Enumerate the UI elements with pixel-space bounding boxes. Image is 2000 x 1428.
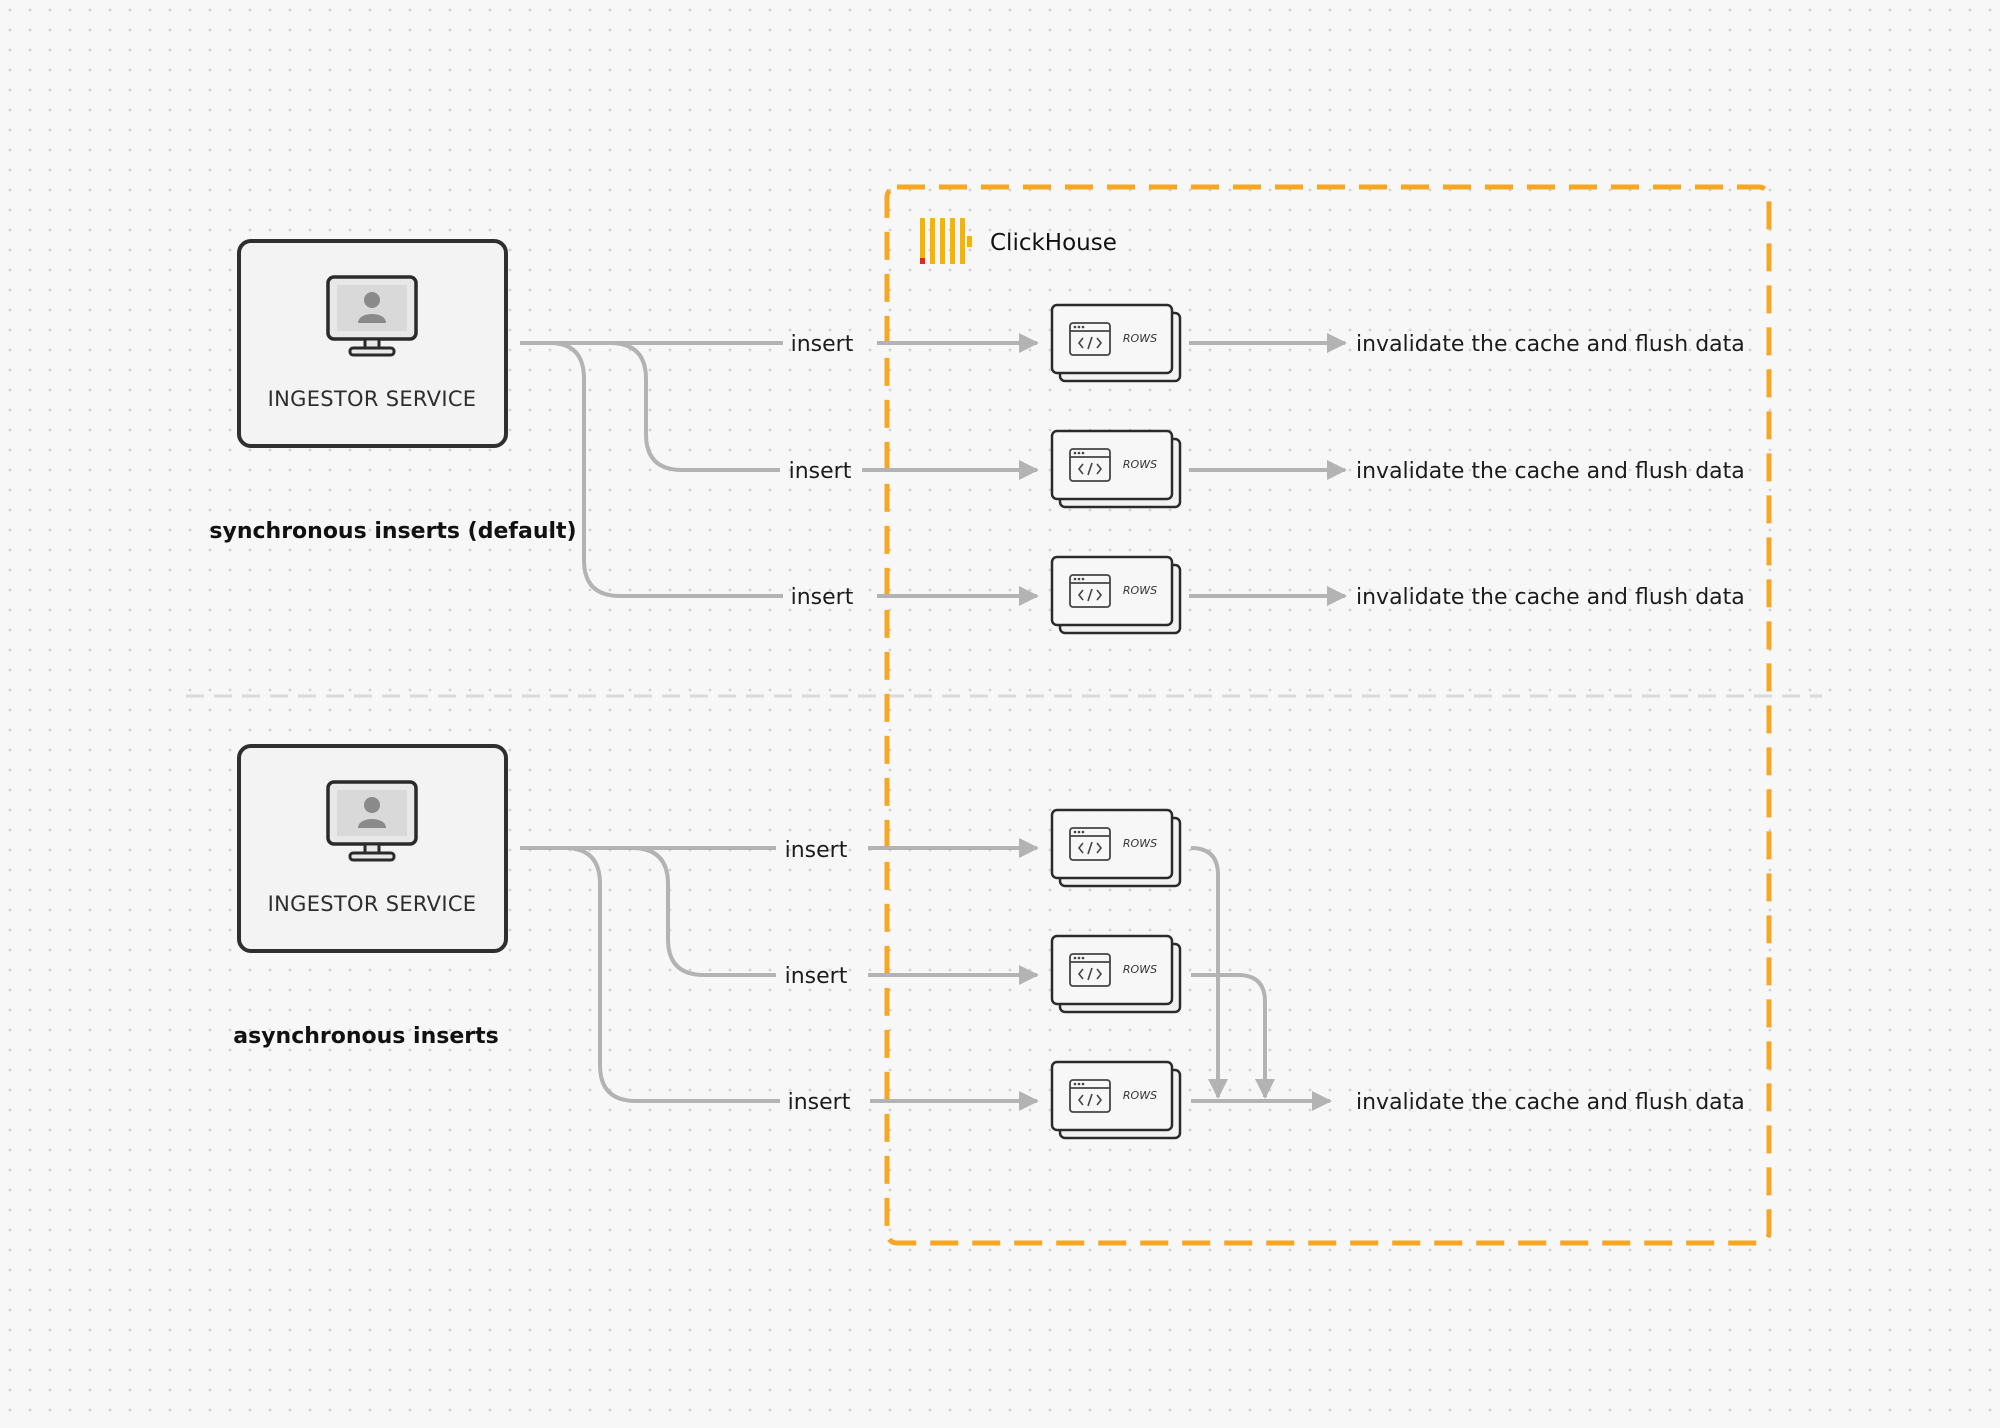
service-label: INGESTOR SERVICE (268, 387, 477, 411)
svg-text:ROWS: ROWS (1123, 458, 1157, 471)
svg-text:ROWS: ROWS (1123, 963, 1157, 976)
async-caption: asynchronous inserts (233, 1024, 498, 1049)
rows-block: ROWS (1050, 303, 1182, 383)
ingestor-service-async: INGESTOR SERVICE (237, 744, 508, 953)
rows-block: ROWS (1050, 555, 1182, 635)
async-wires (520, 838, 1332, 1111)
service-label: INGESTOR SERVICE (268, 892, 477, 916)
insert-label: insert (789, 459, 852, 484)
flush-label: invalidate the cache and flush data (1356, 585, 1745, 610)
sync-caption: synchronous inserts (default) (209, 519, 576, 544)
code-window-icon (1050, 1060, 1182, 1140)
rows-block: ROWS (1050, 808, 1182, 888)
insert-label: insert (791, 332, 854, 357)
flush-label: invalidate the cache and flush data (1356, 1090, 1745, 1115)
sync-wires (520, 333, 1347, 606)
insert-label: insert (788, 1090, 851, 1115)
code-window-icon (1050, 808, 1182, 888)
rows-block: ROWS (1050, 429, 1182, 509)
flush-label: invalidate the cache and flush data (1356, 332, 1745, 357)
flush-label: invalidate the cache and flush data (1356, 459, 1745, 484)
rows-block: ROWS (1050, 1060, 1182, 1140)
insert-label: insert (791, 585, 854, 610)
svg-text:ROWS: ROWS (1123, 584, 1157, 597)
rows-block: ROWS (1050, 934, 1182, 1014)
clickhouse-brand: ClickHouse (990, 230, 1117, 256)
code-window-icon (1050, 934, 1182, 1014)
code-window-icon (1050, 303, 1182, 383)
insert-label: insert (785, 964, 848, 989)
code-window-icon (1050, 429, 1182, 509)
code-window-icon (1050, 555, 1182, 635)
svg-text:ROWS: ROWS (1123, 1089, 1157, 1102)
clickhouse-logo-icon (920, 218, 972, 264)
svg-text:ROWS: ROWS (1123, 837, 1157, 850)
clickhouse-boundary (884, 184, 1772, 1246)
svg-text:ROWS: ROWS (1123, 332, 1157, 345)
ingestor-service-sync: INGESTOR SERVICE (237, 239, 508, 448)
insert-label: insert (785, 838, 848, 863)
